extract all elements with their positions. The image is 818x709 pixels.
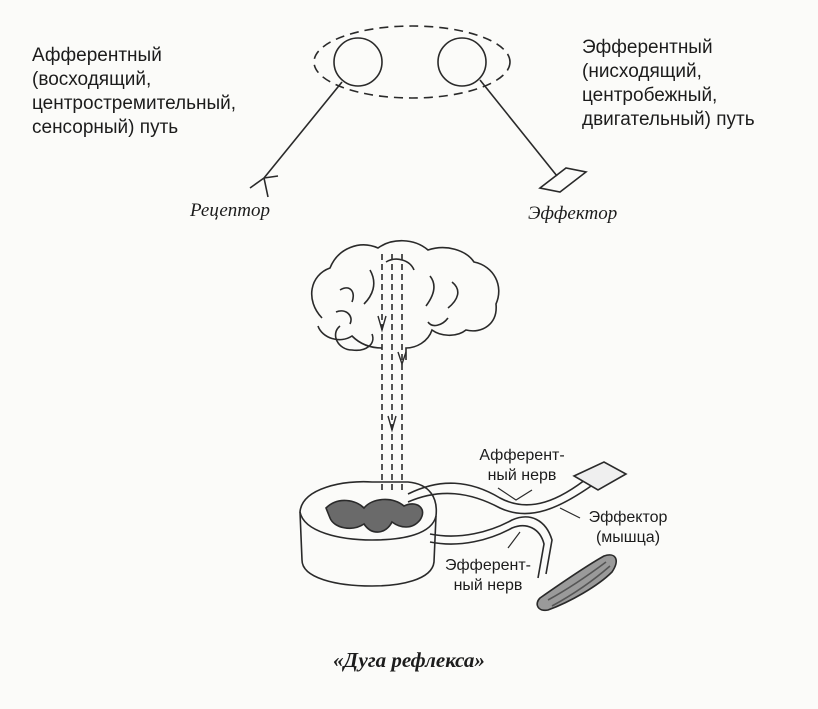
spinal-cord-segment — [299, 480, 438, 587]
afferent-nerve-pointers — [497, 487, 533, 501]
efferent-line-3: центробежный, — [582, 85, 718, 106]
afferent-path-label: Афферентный (восходящий, центростремител… — [32, 44, 236, 140]
diagram-caption: «Дуга рефлекса» — [333, 648, 485, 672]
effector-label: Эффектор — [528, 203, 618, 224]
nerve-fibers — [407, 475, 595, 579]
receptor-symbol — [249, 175, 279, 198]
afferent-line-4: сенсорный) путь — [32, 117, 179, 138]
efferent-neuron-circle — [437, 37, 487, 87]
effector-muscle-line-2: (мышца) — [595, 529, 661, 546]
efferent-path-label: Эфферентный (нисходящий, центробежный, д… — [582, 36, 755, 132]
afferent-line-2: (восходящий, — [32, 69, 152, 90]
brain-outline — [310, 239, 500, 360]
afferent-nerve-line-1: Афферент- — [479, 447, 565, 464]
efferent-nerve-label: Эфферент- ный нерв — [438, 556, 538, 596]
efferent-line-1: Эфферентный — [582, 37, 713, 58]
effector-pointer — [559, 507, 581, 519]
afferent-nerve-line-2: ный нерв — [487, 467, 557, 484]
tract-arrows — [377, 315, 407, 433]
afferent-path-line — [263, 81, 343, 179]
efferent-line-2: (нисходящий, — [582, 61, 702, 82]
effector-muscle-line-1: Эффектор — [588, 509, 668, 526]
afferent-line-1: Афферентный — [32, 45, 162, 66]
cns-dashed-ellipse — [313, 25, 511, 99]
afferent-neuron-circle — [333, 37, 383, 87]
efferent-path-line — [479, 79, 558, 177]
afferent-nerve-label: Афферент- ный нерв — [472, 446, 572, 486]
ascending-descending-tracts — [381, 254, 403, 492]
efferent-nerve-line-1: Эфферент- — [444, 557, 531, 574]
effector-muscle-label: Эффектор (мышца) — [576, 508, 680, 548]
efferent-line-4: двигательный) путь — [582, 109, 755, 130]
gray-matter-butterfly — [325, 498, 424, 533]
brain-folds — [335, 258, 459, 327]
effector-symbol — [538, 167, 588, 193]
efferent-nerve-line-2: ный нерв — [453, 577, 523, 594]
skin-receptor — [572, 461, 628, 491]
efferent-nerve-pointers — [507, 531, 521, 549]
cerebellum — [334, 325, 374, 352]
receptor-label: Рецептор — [190, 200, 270, 221]
afferent-line-3: центростремительный, — [32, 93, 237, 114]
